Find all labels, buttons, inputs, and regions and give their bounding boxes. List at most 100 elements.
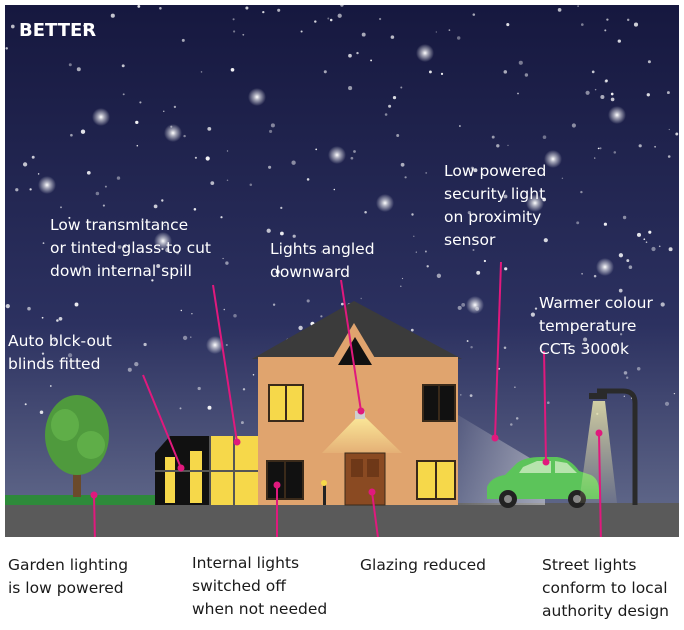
star (232, 18, 235, 21)
star (604, 29, 607, 32)
star (233, 313, 237, 318)
label-low-transmitance-glass: Low transmitance or tinted glass to cut … (50, 216, 212, 280)
star (510, 423, 513, 426)
star (49, 385, 52, 387)
bright-star (608, 106, 626, 124)
star (143, 342, 147, 347)
star (626, 376, 629, 379)
star (180, 309, 183, 312)
star (561, 177, 564, 179)
star (390, 35, 395, 39)
star (626, 18, 630, 22)
star (583, 337, 588, 342)
star (456, 36, 461, 40)
star (622, 215, 627, 220)
star (134, 361, 139, 367)
bright-star (206, 336, 224, 354)
star (29, 188, 32, 191)
star (277, 8, 281, 12)
star (613, 151, 617, 154)
star (116, 176, 121, 180)
star (628, 265, 633, 269)
star (300, 30, 303, 33)
star (156, 264, 161, 268)
label-warmer-colour: Warmer colour temperature CCTs 3000k (539, 294, 653, 358)
star (161, 199, 164, 202)
bright-star (154, 232, 172, 250)
star (514, 386, 516, 388)
star (173, 105, 177, 109)
star (370, 59, 373, 62)
star (194, 156, 197, 159)
star (350, 156, 354, 160)
star (117, 245, 122, 249)
upper-window-left (268, 384, 304, 422)
star (320, 251, 323, 253)
stars-layer (5, 5, 679, 426)
lower-window-right (416, 460, 456, 500)
bright-star (466, 296, 484, 314)
star (424, 250, 427, 253)
star (353, 150, 356, 153)
star (95, 191, 100, 196)
star (114, 220, 117, 223)
star (448, 29, 451, 31)
bright-star (526, 194, 544, 212)
star (314, 20, 317, 23)
star (183, 134, 186, 138)
star (86, 170, 91, 175)
label-lights-angled: Lights angled downward (270, 240, 375, 281)
night-scene-illustration (5, 5, 679, 537)
star (337, 13, 342, 18)
star (24, 403, 27, 406)
star (504, 267, 508, 271)
car (487, 457, 599, 508)
star (392, 95, 397, 100)
star (31, 155, 35, 159)
star (461, 302, 466, 307)
star (470, 166, 474, 170)
star (151, 279, 154, 282)
star (571, 123, 576, 128)
star (591, 70, 595, 74)
star (329, 18, 333, 22)
bright-star (544, 150, 562, 168)
star (515, 417, 519, 420)
page-heading: BETTER (19, 20, 97, 41)
star (503, 346, 507, 349)
star (576, 221, 580, 225)
star (291, 160, 296, 165)
star (647, 60, 651, 64)
star (503, 194, 508, 199)
label-security-light: Low powered security light on proximity … (444, 162, 547, 249)
star (67, 353, 73, 358)
star (102, 204, 105, 207)
star (242, 388, 246, 391)
star (262, 10, 265, 14)
star (123, 245, 126, 248)
porch-light-beam (322, 417, 402, 453)
star (360, 297, 362, 300)
porch-lamp (355, 411, 365, 419)
star (153, 204, 158, 209)
star (340, 5, 344, 7)
star (673, 392, 676, 395)
bright-star (248, 88, 266, 106)
bright-star (92, 108, 110, 126)
star (557, 8, 562, 12)
star (139, 101, 142, 104)
star (491, 135, 495, 139)
star (534, 307, 538, 310)
star (74, 302, 79, 307)
star (122, 93, 125, 96)
star (88, 29, 91, 32)
star (577, 5, 579, 7)
star (543, 238, 548, 243)
bright-star (416, 44, 434, 62)
star (654, 145, 656, 148)
star (581, 23, 584, 26)
star (176, 251, 180, 255)
star (42, 242, 45, 244)
star (517, 92, 519, 95)
bright-star (596, 258, 614, 276)
